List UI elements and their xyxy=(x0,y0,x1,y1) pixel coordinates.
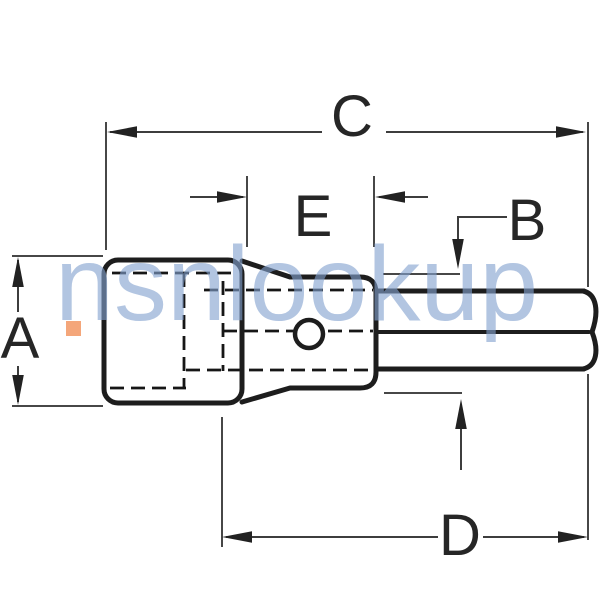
dimension-label-e: E xyxy=(293,184,333,249)
hex-shaft-end-chamfer-top xyxy=(580,288,599,335)
arrow-d-right-icon xyxy=(558,531,588,543)
pin-hole xyxy=(292,317,326,351)
arrow-d-left-icon xyxy=(222,531,252,543)
arrow-e-left-icon xyxy=(217,191,247,203)
arrow-a-down-icon xyxy=(12,375,24,405)
extension-lines xyxy=(12,122,589,547)
arrow-b-down-icon xyxy=(452,239,464,269)
dimension-label-c: C xyxy=(331,84,373,149)
arrow-c-right-icon xyxy=(556,126,586,138)
arrowheads xyxy=(12,126,588,543)
arrow-b-up-icon xyxy=(455,399,467,429)
arrow-c-left-icon xyxy=(107,126,137,138)
dimension-label-a: A xyxy=(0,306,40,371)
leader-line-b xyxy=(457,216,507,241)
socket-outlines xyxy=(101,257,599,406)
arrow-e-right-icon xyxy=(375,191,405,203)
arrow-a-up-icon xyxy=(12,257,24,287)
dimension-label-d: D xyxy=(439,503,481,568)
dimension-label-b: B xyxy=(507,188,547,253)
hex-shaft-end-chamfer-bottom xyxy=(580,329,599,372)
square-drive-body-outline xyxy=(101,257,245,406)
